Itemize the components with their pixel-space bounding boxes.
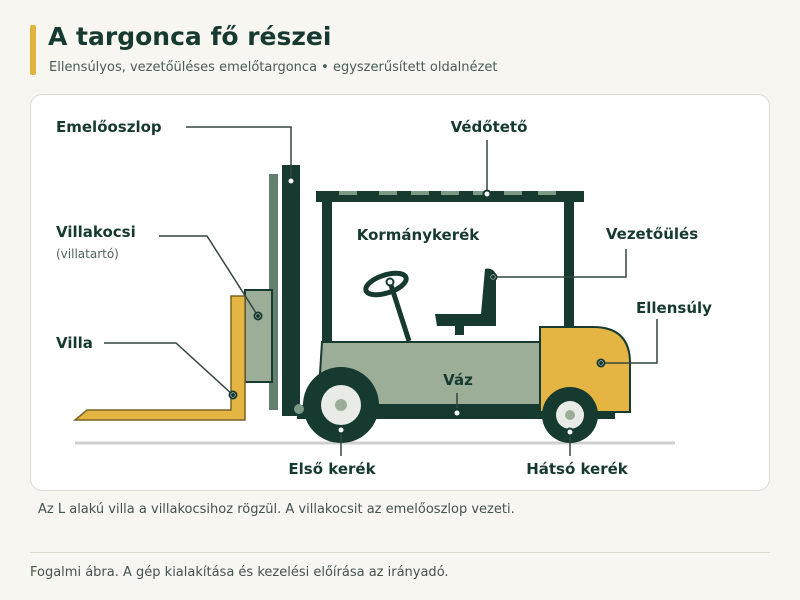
- label-steering: Kormánykerék: [357, 226, 481, 244]
- label-roof: Védőtető: [451, 118, 528, 136]
- label-frame: Váz: [443, 371, 473, 389]
- leader-lines: [104, 126, 658, 456]
- label-fork: Villa: [56, 334, 93, 352]
- forklift-diagram: Emelőoszlop Védőtető Villakocsi (villata…: [56, 118, 712, 478]
- mast-guide-rail: [269, 174, 278, 410]
- roof-slats: [339, 191, 556, 195]
- anchor-dots-dark: [231, 275, 603, 397]
- label-front-wheel: Első kerék: [288, 460, 376, 478]
- label-seat: Vezetőülés: [606, 225, 698, 243]
- diagram-card: Emelőoszlop Védőtető Villakocsi (villata…: [30, 94, 770, 491]
- label-rear-wheel: Hátsó kerék: [526, 460, 629, 478]
- front-wheel-center: [335, 399, 347, 411]
- footer-note: Fogalmi ábra. A gép kialakítása és kezel…: [30, 565, 449, 580]
- seat-post: [455, 325, 464, 335]
- steering-wheel-shape: [363, 270, 409, 298]
- label-carriage: Villakocsi: [56, 223, 136, 241]
- footer-divider: [30, 552, 770, 553]
- page-title: A targonca fő részei: [48, 22, 332, 51]
- title-accent-bar: [30, 25, 36, 75]
- carriage-plate: [244, 289, 273, 383]
- rear-wheel-center: [565, 410, 575, 420]
- mast-upright: [282, 165, 300, 416]
- page-subtitle: Ellensúlyos, vezetőüléses emelőtargonca …: [49, 60, 498, 75]
- fork-shape: [72, 295, 246, 421]
- overhead-guard-roof: [316, 191, 584, 202]
- overhead-guard-post-rear: [564, 197, 574, 329]
- label-mast: Emelőoszlop: [56, 118, 162, 136]
- mast-pivot: [294, 404, 304, 414]
- label-counterweight: Ellensúly: [636, 299, 712, 317]
- diagram-caption: Az L alakú villa a villakocsihoz rögzül.…: [38, 502, 515, 517]
- seat-shape: [435, 268, 496, 326]
- overhead-guard-post-front: [322, 197, 332, 347]
- anchor-dots: [228, 176, 606, 437]
- steering-column: [388, 284, 412, 342]
- label-carriage-sub: (villatartó): [56, 247, 119, 261]
